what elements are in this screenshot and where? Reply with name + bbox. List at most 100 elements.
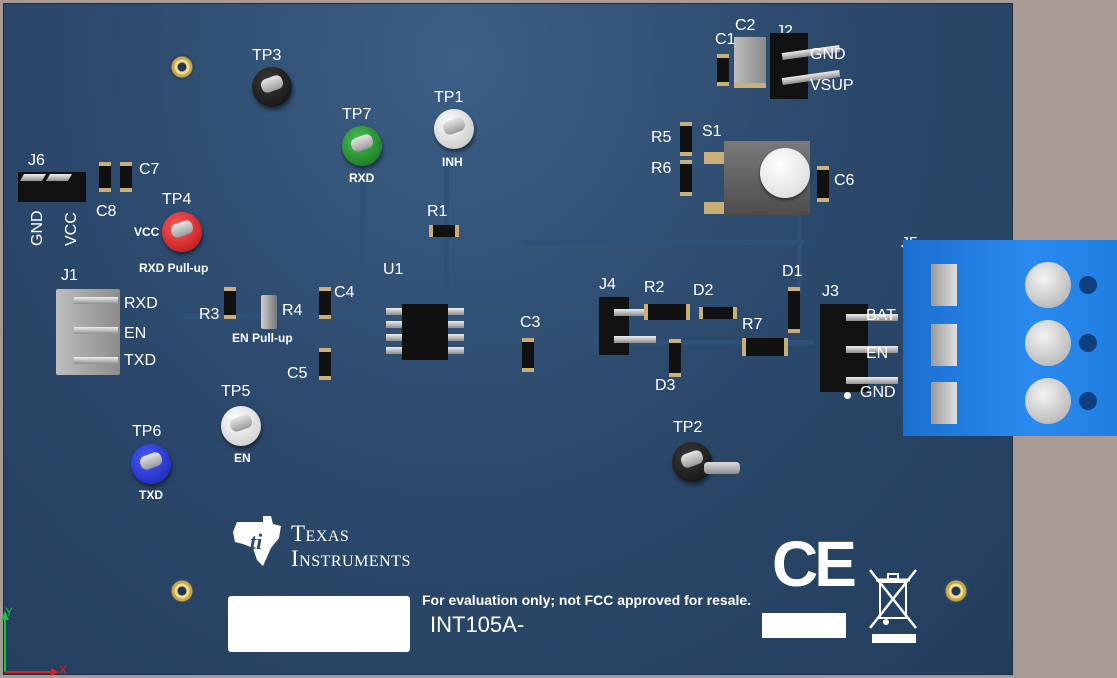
c1-refdes: C1: [715, 31, 736, 48]
c2-capacitor: [734, 37, 766, 88]
j4-refdes: J4: [599, 276, 616, 293]
ic-pin: [386, 347, 402, 354]
tp5-en-label: EN: [234, 451, 251, 465]
j5-terminal-block[interactable]: [903, 240, 1117, 436]
logo-texas-text: Texas: [291, 521, 350, 546]
d1-refdes: D1: [782, 263, 803, 280]
tp7-test-point[interactable]: [342, 126, 382, 166]
wire-entry: [931, 264, 957, 306]
ic-pin: [386, 308, 402, 315]
trace: [797, 214, 802, 294]
ic-pin: [386, 334, 402, 341]
tp2-refdes: TP2: [673, 419, 703, 436]
ce-mark-icon: CE: [772, 528, 857, 600]
trace: [524, 240, 804, 245]
label-blank-area: [228, 596, 410, 652]
d3-refdes: D3: [655, 377, 676, 394]
mounting-hole: [943, 578, 969, 604]
j2-gnd-label: GND: [810, 46, 846, 63]
j2-vsup-label: VSUP: [810, 77, 854, 94]
j4-header[interactable]: [599, 297, 629, 355]
screw-icon[interactable]: [1025, 378, 1071, 424]
tp4-refdes: TP4: [162, 191, 192, 208]
serial-blank-area: [762, 613, 846, 638]
r2-resistor: [644, 304, 690, 320]
c8-capacitor: [99, 162, 111, 192]
j6-vcc-label: VCC: [63, 212, 80, 246]
s1-button-cap[interactable]: [760, 148, 810, 198]
tp3-test-point[interactable]: [252, 67, 292, 107]
trace: [594, 340, 814, 345]
screw-icon[interactable]: [1025, 320, 1071, 366]
tp4-test-point[interactable]: [162, 212, 202, 252]
tp1-test-point[interactable]: [434, 109, 474, 149]
r6-refdes: R6: [651, 160, 672, 177]
tp1-refdes: TP1: [434, 89, 464, 106]
d1-diode: [788, 287, 800, 333]
header-pin: [846, 314, 898, 321]
j3-refdes: J3: [822, 283, 839, 300]
tp6-test-point[interactable]: [131, 444, 171, 484]
terminal-hole: [1079, 392, 1097, 410]
tp5-refdes: TP5: [221, 383, 251, 400]
tp5-test-point[interactable]: [221, 406, 261, 446]
c4-refdes: C4: [334, 284, 355, 301]
axis-y-label: Y: [5, 605, 14, 619]
r1-resistor: [429, 225, 459, 237]
pcb-board: J6 GND VCC C7 C8 TP3 TP7 RXD TP1 INH TP4…: [1, 3, 1013, 677]
axis-x-label: X: [59, 663, 68, 677]
d2-refdes: D2: [693, 282, 714, 299]
header-pin: [846, 346, 898, 353]
header-pin: [614, 309, 656, 316]
board-id: INT105A-: [430, 612, 525, 637]
ic-pin: [386, 321, 402, 328]
screw-icon[interactable]: [1025, 262, 1071, 308]
j6-refdes: J6: [28, 152, 45, 169]
c2-refdes: C2: [735, 17, 756, 34]
terminal-hole: [1079, 334, 1097, 352]
r1-refdes: R1: [427, 203, 448, 220]
r7-refdes: R7: [742, 316, 763, 333]
j1-txd-label: TXD: [124, 352, 156, 369]
r2-refdes: R2: [644, 279, 665, 296]
c3-capacitor: [522, 338, 534, 372]
header-pin: [74, 357, 118, 364]
header-pin: [74, 297, 118, 304]
header-pin: [74, 327, 118, 334]
mounting-hole: [169, 578, 195, 604]
ic-pin: [448, 347, 464, 354]
tp7-refdes: TP7: [342, 106, 372, 123]
switch-pad: [704, 202, 724, 214]
j6-gnd-label: GND: [29, 210, 46, 246]
tp6-refdes: TP6: [132, 423, 162, 440]
trace: [360, 169, 365, 319]
u1-refdes: U1: [383, 261, 404, 278]
j2-header[interactable]: [770, 33, 808, 99]
axis-indicator-icon: [1, 611, 59, 676]
wire-entry: [931, 382, 957, 424]
tp7-rxd-label: RXD: [349, 171, 375, 185]
j3-en-label: EN: [866, 345, 889, 362]
c5-capacitor: [319, 348, 331, 380]
r5-resistor: [680, 122, 692, 156]
header-pin: [45, 174, 73, 181]
fcc-notice: For evaluation only; not FCC approved fo…: [422, 592, 752, 608]
c6-refdes: C6: [834, 172, 855, 189]
d2-diode: [699, 307, 737, 319]
header-pin: [614, 336, 656, 343]
r6-resistor: [680, 160, 692, 196]
c7-refdes: C7: [139, 161, 160, 178]
d3-diode: [669, 339, 681, 377]
tp6-txd-label: TXD: [139, 488, 163, 502]
ic-pin: [448, 334, 464, 341]
j1-rxd-label: RXD: [124, 295, 158, 312]
j1-refdes: J1: [61, 267, 78, 284]
r4-refdes: R4: [282, 302, 303, 319]
rxd-pullup-label: RXD Pull-up: [139, 261, 209, 275]
r3-refdes: R3: [199, 306, 220, 323]
c5-refdes: C5: [287, 365, 308, 382]
r5-refdes: R5: [651, 129, 672, 146]
tp2-loop: [704, 462, 740, 474]
ic-pin: [448, 308, 464, 315]
u1-ic: [402, 304, 448, 360]
